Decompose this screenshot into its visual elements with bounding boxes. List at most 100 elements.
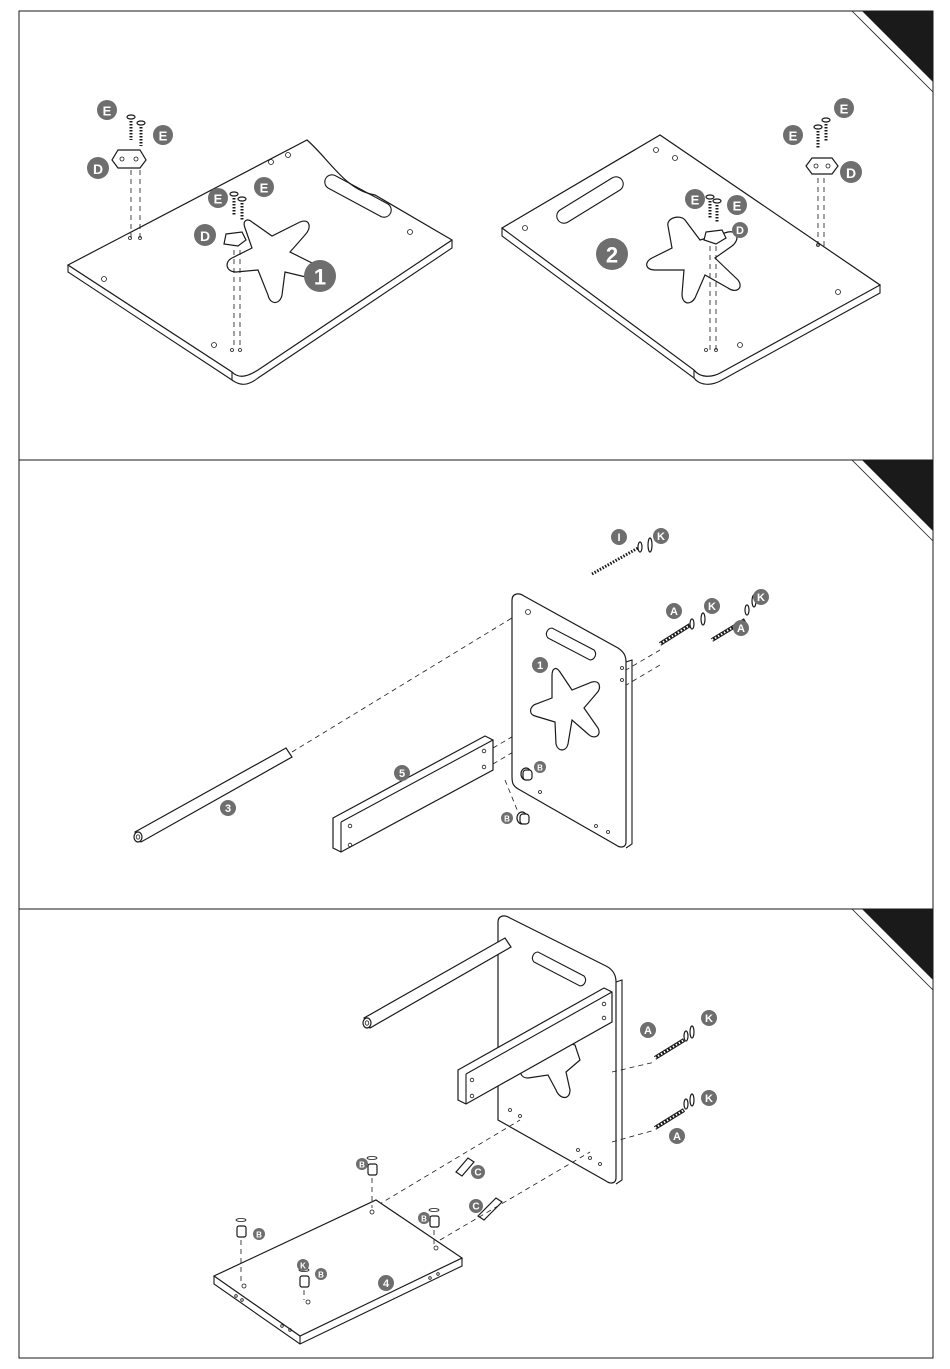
corner-tab-3 [852, 909, 933, 990]
svg-text:I: I [617, 532, 620, 544]
badge-e: E [254, 177, 274, 197]
badge-b: B [418, 1212, 430, 1224]
badge-e: E [834, 98, 854, 118]
svg-text:B: B [359, 1161, 365, 1170]
badge-e: E [685, 189, 705, 209]
washer-k [690, 1094, 694, 1106]
part-number-label: 1 [314, 265, 326, 290]
badge-e: E [208, 188, 228, 208]
svg-text:D: D [846, 165, 856, 181]
badge-a: A [640, 1022, 656, 1038]
bolt-a-3 [655, 1031, 688, 1058]
badge-part-1: 1 [532, 657, 548, 673]
lag-screw-i [592, 542, 642, 574]
badge-e: E [153, 125, 173, 145]
bracket-d-1a [112, 150, 146, 168]
svg-text:3: 3 [225, 803, 231, 815]
badge-e: E [783, 125, 803, 145]
badge-b: B [534, 761, 546, 773]
badge-e: E [97, 100, 117, 120]
svg-text:E: E [840, 102, 849, 117]
badge-a: A [733, 620, 749, 636]
dowel-rod-3 [134, 748, 292, 842]
svg-text:E: E [159, 129, 168, 144]
svg-text:B: B [537, 764, 543, 773]
badge-k: K [701, 1090, 717, 1106]
badge-c: C [471, 1165, 485, 1179]
badge-part-4: 4 [378, 1275, 394, 1291]
badge-a: A [666, 603, 682, 619]
svg-text:D: D [200, 228, 210, 244]
cam-lock-b [429, 1209, 439, 1228]
washer-k [690, 1026, 694, 1038]
cam-lock-b [236, 1219, 246, 1238]
badge-part-5: 5 [394, 765, 410, 781]
guide-line [612, 1062, 655, 1072]
badge-k: K [704, 598, 720, 614]
svg-text:D: D [93, 161, 103, 177]
badge-d: D [194, 224, 216, 246]
badge-b: B [315, 1268, 327, 1280]
svg-text:E: E [214, 192, 223, 207]
badge-a: A [669, 1128, 685, 1144]
badge-part-1: 1 [304, 260, 336, 292]
svg-text:C: C [472, 1202, 479, 1213]
svg-text:A: A [670, 606, 678, 618]
badge-c: C [469, 1199, 483, 1213]
screw-e-2b [822, 118, 830, 141]
svg-text:E: E [789, 129, 798, 144]
badge-b: B [253, 1228, 265, 1240]
guide-line [378, 1120, 520, 1205]
guide-line [292, 610, 525, 752]
svg-text:4: 4 [383, 1278, 390, 1290]
corner-tab-2 [852, 460, 933, 541]
side-assembly [363, 916, 622, 1184]
badge-d: D [87, 157, 109, 179]
svg-text:D: D [736, 225, 744, 237]
svg-text:K: K [300, 1262, 306, 1271]
svg-text:A: A [737, 623, 745, 635]
badge-k: K [297, 1259, 309, 1271]
badge-k: K [653, 528, 669, 544]
svg-text:K: K [708, 601, 716, 613]
screw-e-1b [137, 121, 145, 146]
cam-lock-b [517, 812, 529, 824]
panel-step-2 [19, 460, 933, 909]
svg-text:1: 1 [537, 660, 543, 672]
bolt-a-1 [660, 619, 694, 644]
badge-part-3: 3 [220, 800, 236, 816]
screw-e-1a [127, 115, 135, 140]
badge-part-2: 2 [596, 238, 628, 270]
svg-text:B: B [256, 1231, 262, 1240]
svg-text:5: 5 [399, 768, 405, 780]
screw-e-2a [814, 125, 822, 148]
svg-text:B: B [318, 1271, 324, 1280]
bolt-a-4 [655, 1099, 688, 1128]
badge-d: D [840, 161, 862, 183]
guide-line [612, 1130, 655, 1142]
washer-k [701, 613, 705, 625]
svg-text:E: E [260, 181, 269, 196]
cam-lock-b [367, 1157, 377, 1176]
svg-text:E: E [691, 193, 700, 208]
badge-b: B [356, 1158, 368, 1170]
svg-text:K: K [657, 531, 665, 543]
svg-text:B: B [421, 1215, 427, 1224]
svg-text:E: E [733, 199, 742, 214]
badge-k: K [701, 1010, 717, 1026]
badge-k: K [753, 589, 769, 605]
svg-text:K: K [757, 592, 765, 604]
badge-i: I [611, 529, 627, 545]
svg-text:B: B [504, 815, 510, 824]
part-number-label: 2 [606, 243, 618, 268]
cam-lock-b [299, 1269, 309, 1288]
svg-text:A: A [673, 1131, 681, 1143]
svg-text:K: K [705, 1013, 713, 1025]
svg-text:A: A [644, 1025, 652, 1037]
cam-lock-b [521, 768, 532, 780]
side-panel-1-upright [512, 594, 632, 848]
washer-k [648, 538, 652, 552]
badge-b: B [501, 812, 513, 824]
bracket-d-2a [806, 158, 838, 174]
